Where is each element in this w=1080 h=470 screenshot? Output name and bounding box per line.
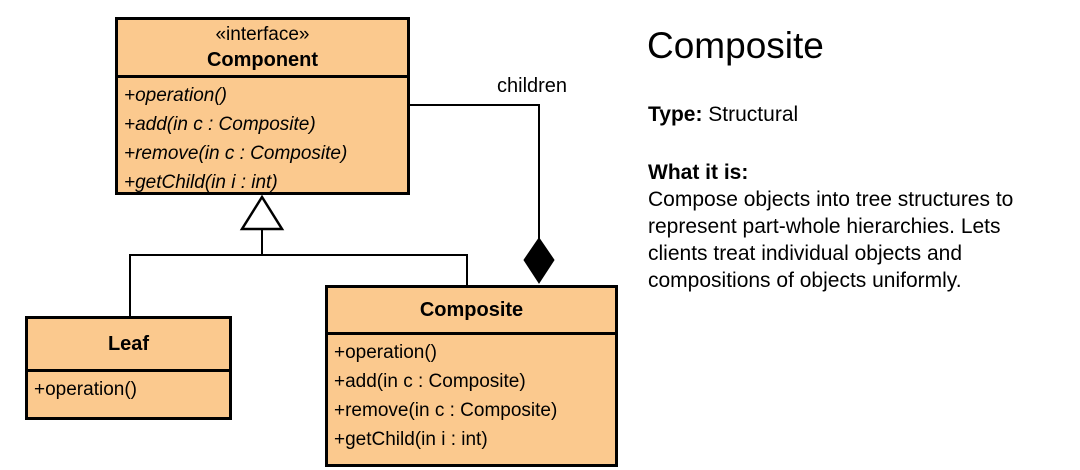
component-methods: +operation() +add(in c : Composite) +rem… [118, 78, 407, 197]
leaf-header: Leaf [28, 319, 229, 372]
composite-header: Composite [328, 288, 615, 335]
method-item: +add(in c : Composite) [334, 371, 526, 392]
uml-class-component: «interface» Component +operation() +add(… [115, 17, 410, 195]
component-stereotype: «interface» [215, 24, 310, 45]
description-line: clients treat individual objects and [648, 242, 963, 265]
method-item: +remove(in c : Composite) [124, 143, 348, 164]
component-header: «interface» Component [118, 20, 407, 78]
description-line: Compose objects into tree structures to [648, 188, 1014, 211]
inheritance-triangle-icon [239, 194, 285, 231]
pattern-title: Composite [647, 25, 824, 66]
uml-class-composite: Composite +operation() +add(in c : Compo… [325, 285, 618, 467]
leaf-methods: +operation() [28, 372, 229, 417]
method-item: +getChild(in i : int) [334, 429, 488, 450]
description-line: represent part-whole hierarchies. Lets [648, 215, 1001, 238]
type-label: Type: [648, 103, 703, 126]
method-item: +getChild(in i : int) [124, 172, 278, 193]
method-item: +remove(in c : Composite) [334, 400, 558, 421]
uml-class-leaf: Leaf +operation() [25, 316, 232, 420]
composition-diamond-icon [523, 237, 555, 284]
pattern-type-row: Type: Structural [648, 102, 798, 128]
children-edge-label: children [497, 75, 568, 97]
composite-name: Composite [419, 299, 524, 321]
method-item: +operation() [334, 342, 437, 363]
type-value: Structural [708, 103, 799, 126]
method-item: +operation() [34, 379, 137, 400]
description-line: compositions of objects uniformly. [648, 269, 962, 292]
leaf-name: Leaf [107, 333, 150, 355]
method-item: +operation() [124, 85, 227, 106]
method-item: +add(in c : Composite) [124, 114, 316, 135]
pattern-description-block: What it is: Compose objects into tree st… [648, 159, 1013, 294]
component-name: Component [206, 49, 319, 71]
composite-methods: +operation() +add(in c : Composite) +rem… [328, 335, 615, 464]
what-it-is-label: What it is: [648, 161, 749, 184]
